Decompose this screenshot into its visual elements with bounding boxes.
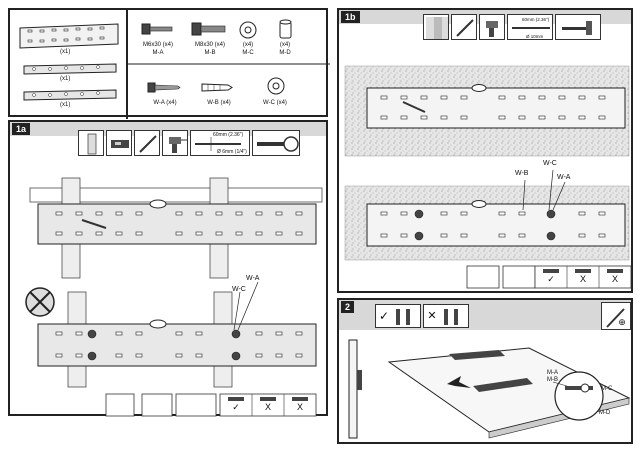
bolt-misfit-icon: ✕ [423,304,469,328]
lag-bolt-icon [414,209,556,241]
phillips-icon: ⊕ [618,317,626,327]
screw-label: (x4) [242,42,254,48]
step-1b-panel: 1b 60mm (2.36") Ø 10mm [337,8,633,293]
drill-depth-label: 60mm (2.36") [213,132,244,138]
rejected-mark: X [579,274,586,284]
bracket-qty: (x1) [60,102,71,108]
wrench-icon [252,130,300,156]
step-2-illustration [348,339,631,439]
step-badge: 1b [341,11,360,23]
rail-bracket-icon [23,89,117,101]
screw-m8-icon [191,22,226,36]
detail-zoom-icon [554,371,604,421]
bracket-qty: (x1) [60,49,71,55]
stud-finder-icon [106,130,132,156]
step-1b-illustration [344,65,632,289]
step-1a-illustration [25,177,323,417]
drill-bit-label: Ø 6mm (1/4") [217,149,247,155]
hardware-label: W-B (x4) [207,100,231,106]
callout-w-a: W-A [246,275,260,282]
washer-icon [239,21,257,39]
screw-label: M6x30 (x4) [142,42,173,48]
callout-w-b: W-B [515,170,529,177]
hammer-icon [555,14,601,40]
wall-plate-icon [37,319,317,367]
wall-anchor-icon [201,83,233,92]
wall-plate-icon [366,84,626,129]
step-badge: 2 [341,301,355,313]
pencil-icon [134,130,160,156]
screw-label: (x4) [279,42,291,48]
screwdriver-icon: ⊕ [601,302,631,330]
approved-mark: ✓ [378,309,390,323]
rejected-mark: ✕ [427,310,437,322]
step-badge: 1a [12,123,31,135]
rejected-mark: X [264,402,271,412]
drill-icon [479,14,505,40]
concrete-wall-icon [423,14,449,40]
parts-illustration [19,10,330,119]
tv-side-icon [348,339,362,439]
lag-bolt-icon [87,329,241,361]
drill-bit-icon: 60mm (2.36") Ø 10mm [507,14,553,40]
callout-w-a: W-A [557,174,571,181]
step-2-panel: 2 ✓ ✕ ⊕ [337,298,633,444]
hardware-label: W-C (x4) [263,100,287,106]
rail-bracket-icon [23,63,117,75]
approved-mark: ✓ [547,274,555,284]
spacer-icon [279,19,292,39]
bolt-fit-icon: ✓ [375,304,421,328]
drill-bit-icon: 60mm (2.36") Ø 6mm (1/4") [190,130,250,156]
parts-panel: (x1) (x1) (x1) M6x30 (x4) M-A M8x30 (x4)… [8,8,330,119]
stud-icon [78,130,104,156]
callout-m-a: M-A [547,370,558,376]
screw-code: M-D [279,50,291,56]
callout-w-c: W-C [232,286,246,293]
callout-m-d: M-D [599,410,611,416]
lag-bolt-icon [147,82,181,93]
step-1a-panel: 1a 60mm (2.36") Ø 6mm (1/4") [8,120,328,417]
screw-code: M-C [242,50,254,56]
drill-bit-label: Ø 10mm [526,34,544,39]
hardware-label: W-A (x4) [153,100,177,106]
screw-label: M8x30 (x4) [194,42,225,48]
rail-bracket-icon [449,350,533,392]
screw-code: M-B [204,50,216,56]
bracket-qty: (x1) [60,76,71,82]
wall-plate-icon [19,23,119,49]
callout-m-c: M-C [601,386,613,392]
wall-plate-icon [366,200,626,247]
callout-w-c: W-C [543,160,557,167]
direction-arrow-icon [447,376,471,388]
screw-m6-icon [141,23,173,35]
screw-code: M-A [152,50,164,56]
rejected-mark: X [296,402,303,412]
no-drywall-icon [25,287,55,317]
wall-plate-icon [37,199,317,245]
drill-depth-label: 60mm (2.36") [522,17,550,22]
drill-icon [162,130,188,156]
approved-mark: ✓ [232,402,240,412]
rejected-mark: X [611,274,618,284]
wall-washer-icon [267,77,285,95]
pencil-icon [451,14,477,40]
callout-m-b: M-B [547,377,558,383]
